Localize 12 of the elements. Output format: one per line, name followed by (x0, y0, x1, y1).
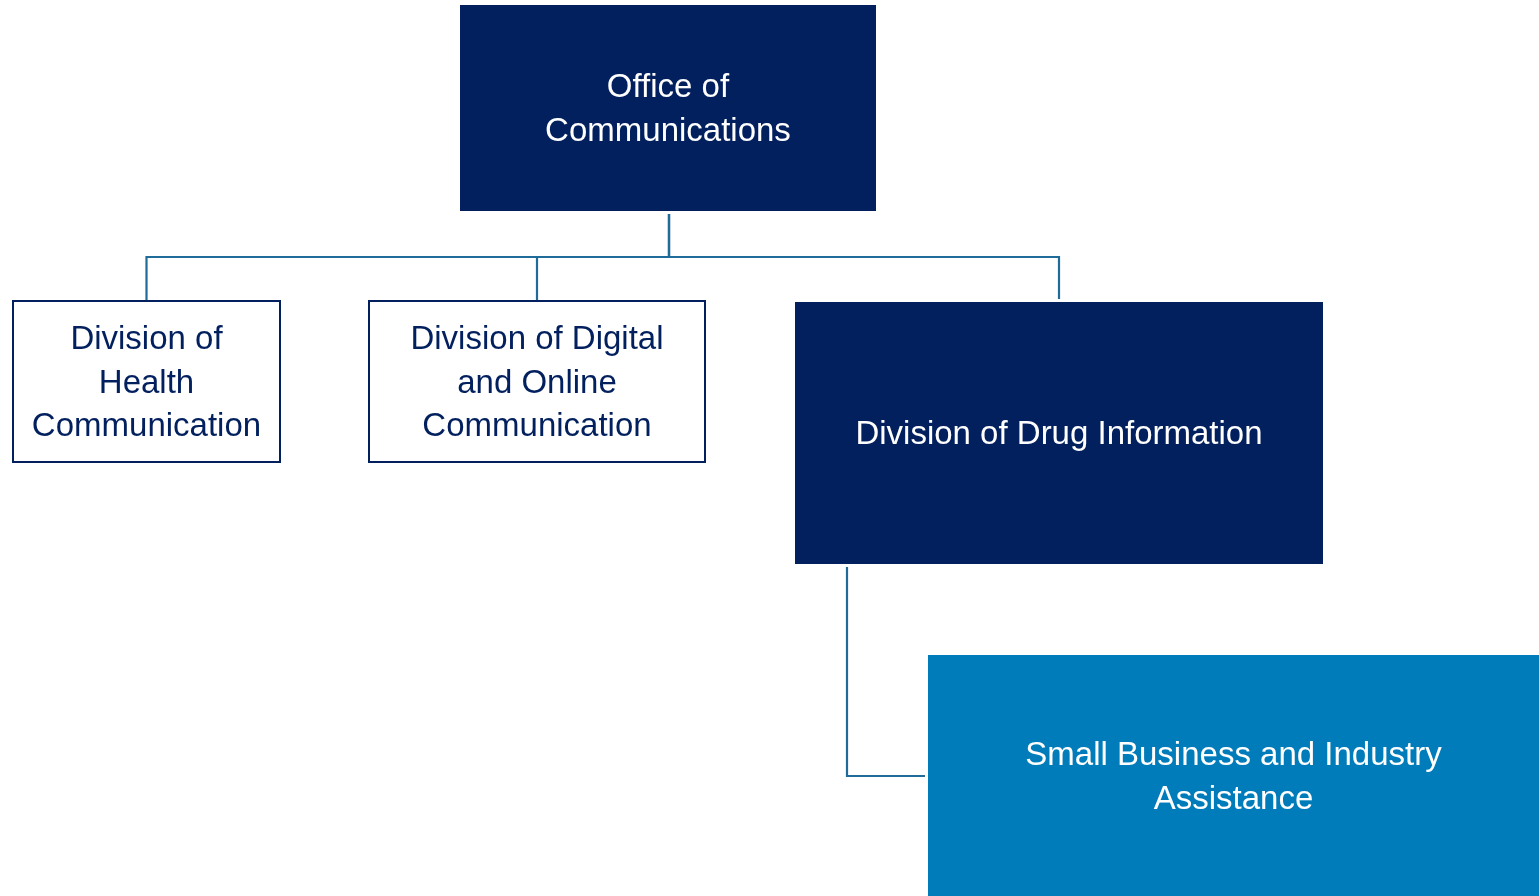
division-box (795, 302, 1323, 564)
division-box (12, 300, 281, 463)
box-label: Division of Drug Information (855, 413, 1263, 454)
connector-line (667, 214, 1061, 299)
box-label: Division of Digital and Online Communication (409, 318, 665, 446)
box-label: Office of Communications (544, 66, 792, 150)
box-label: Division of Health Communication (30, 318, 263, 446)
unit-box (928, 655, 1539, 896)
office-box (460, 5, 876, 211)
division-box (368, 300, 706, 463)
connector-line (845, 567, 925, 778)
box-label: Small Business and Industry Assistance (1024, 733, 1443, 818)
